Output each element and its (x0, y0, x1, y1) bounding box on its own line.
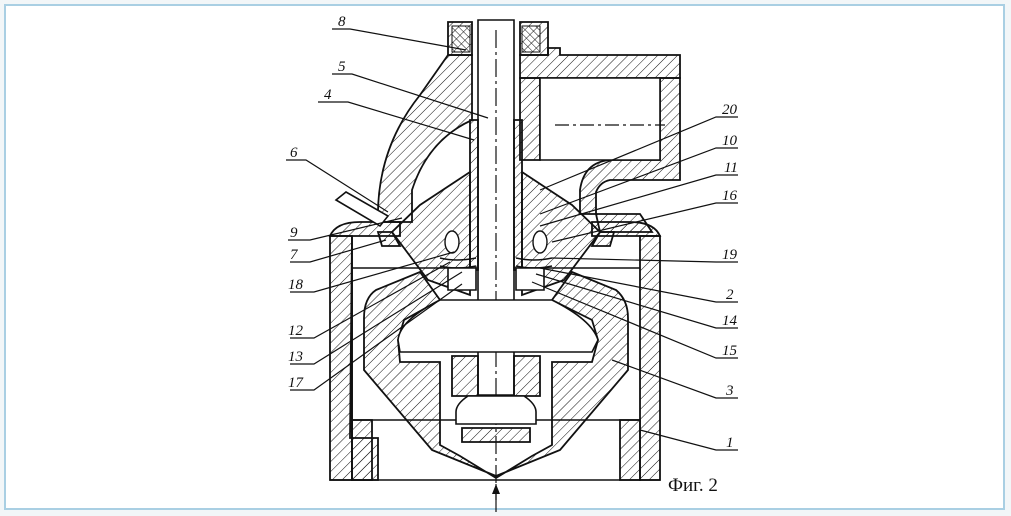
flow-arrow (492, 484, 500, 512)
label-16: 16 (722, 188, 738, 204)
label-12: 12 (288, 323, 304, 339)
label-7: 7 (290, 247, 299, 263)
label-13: 13 (288, 349, 303, 365)
valve-disc (363, 270, 629, 480)
nozzle (334, 191, 390, 228)
part-labels: 8 5 4 6 9 7 18 12 13 17 20 10 11 16 19 2… (288, 14, 738, 496)
upper-body-bonnet (377, 47, 681, 233)
label-8: 8 (338, 14, 346, 30)
label-17: 17 (288, 375, 305, 391)
label-6: 6 (290, 145, 298, 161)
label-3: 3 (725, 383, 734, 399)
label-10: 10 (722, 133, 738, 149)
label-5: 5 (338, 59, 346, 75)
figure-caption: Фиг. 2 (668, 475, 718, 496)
label-11: 11 (724, 160, 738, 176)
label-20: 20 (722, 102, 738, 118)
label-18: 18 (288, 277, 304, 293)
label-19: 19 (722, 247, 738, 263)
label-14: 14 (722, 313, 738, 329)
label-1: 1 (726, 435, 734, 451)
seat-assembly (376, 170, 616, 297)
label-2: 2 (726, 287, 734, 303)
leader-lines (286, 28, 738, 451)
gland-packing (447, 21, 549, 56)
label-9: 9 (290, 225, 298, 241)
label-15: 15 (722, 343, 738, 359)
label-4: 4 (324, 87, 332, 103)
